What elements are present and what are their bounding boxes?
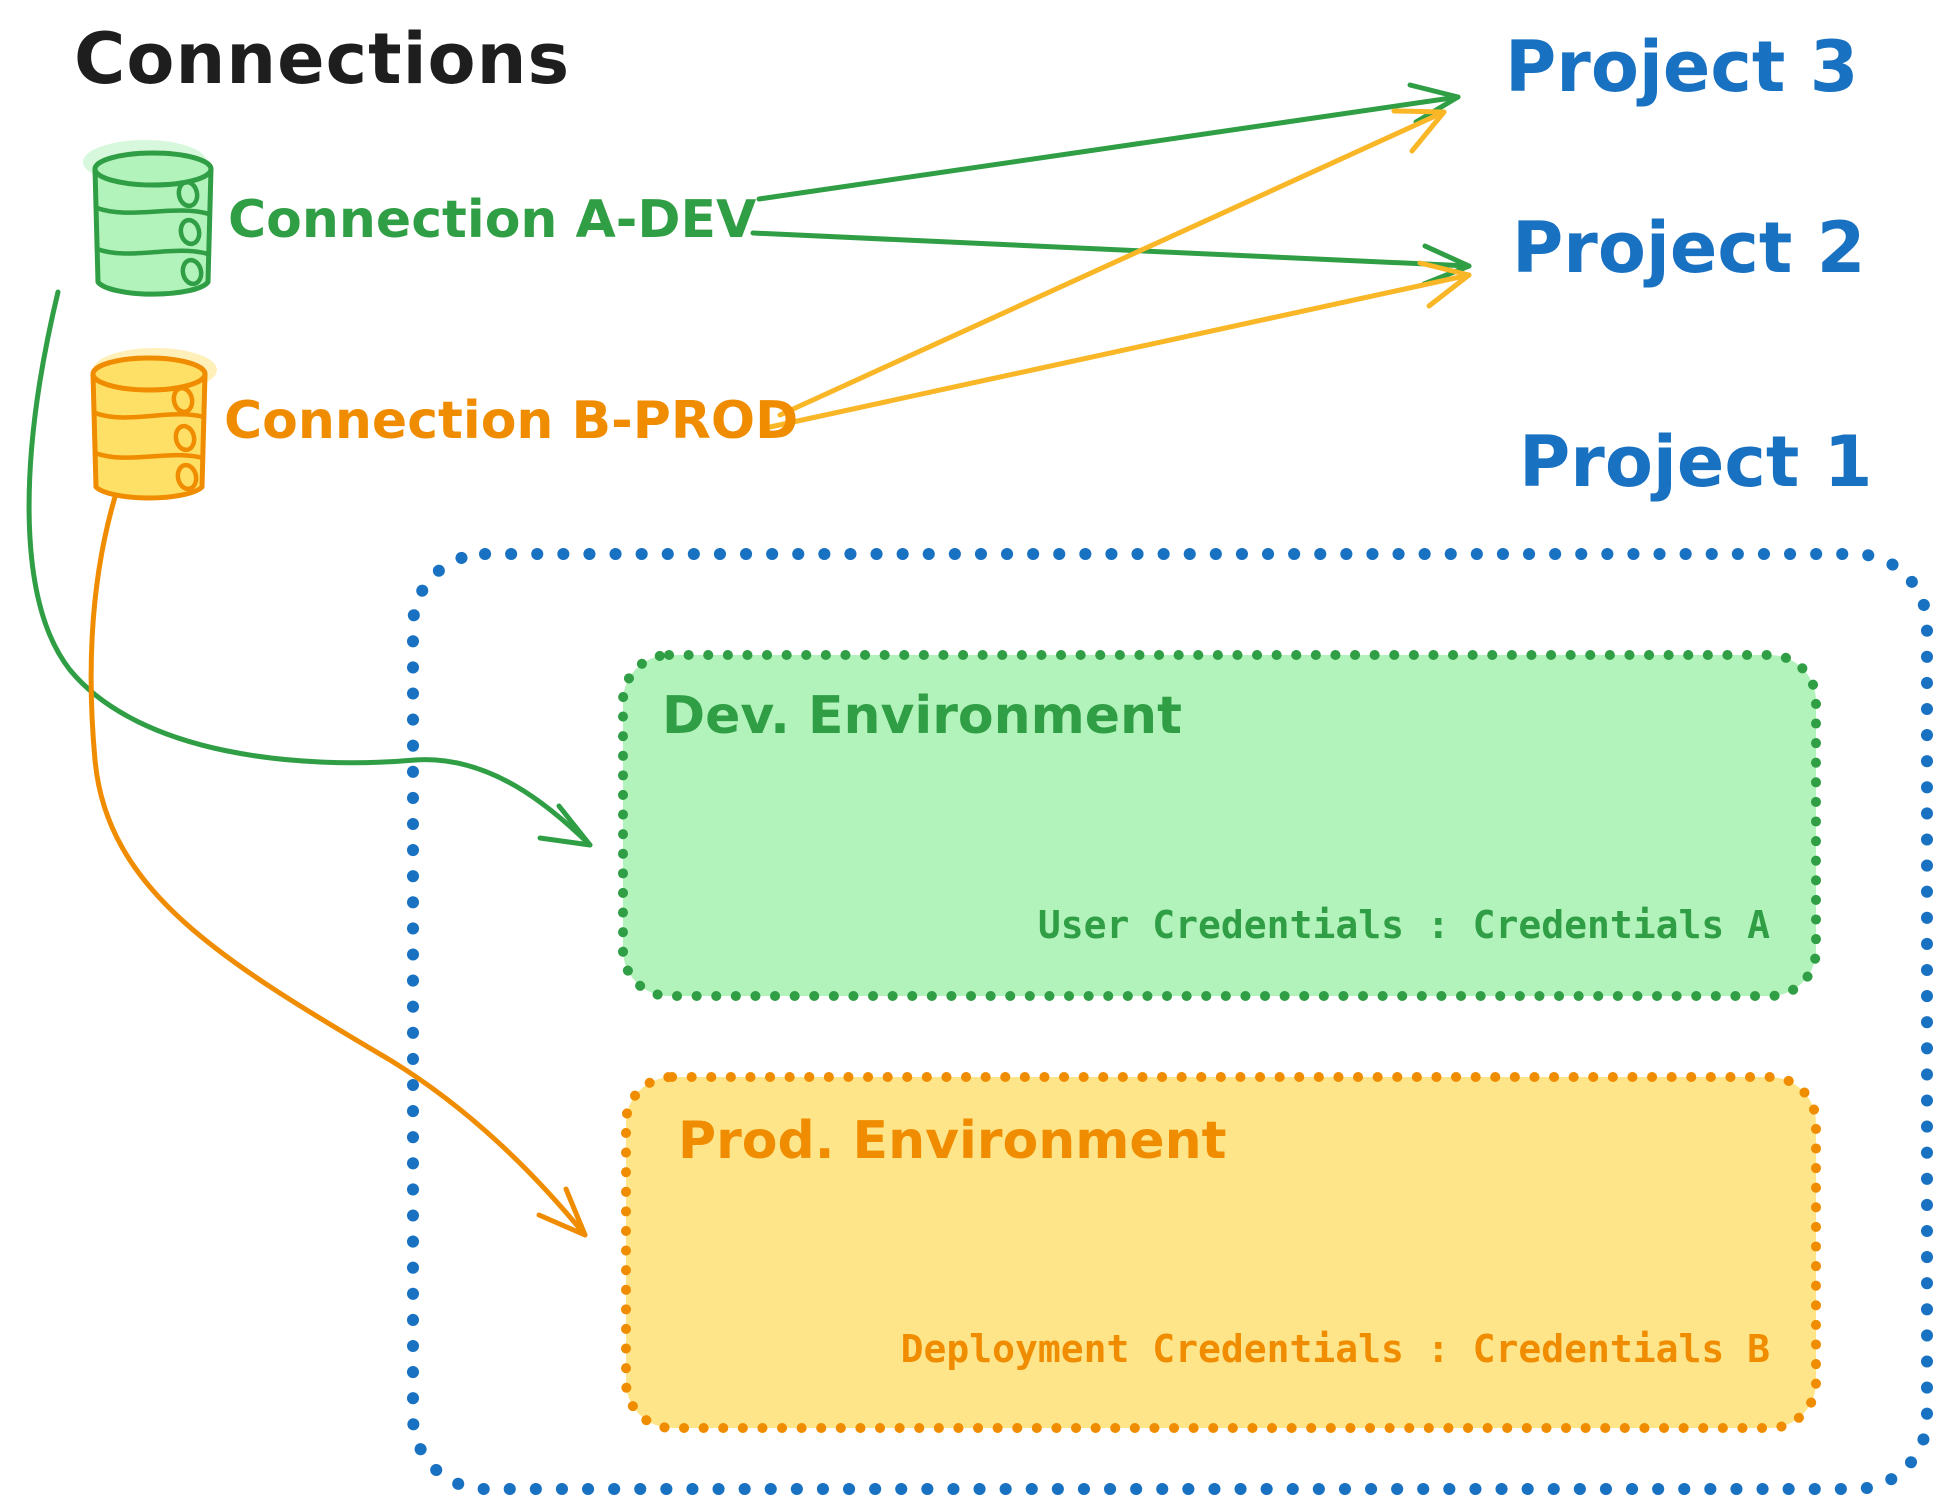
prod-environment-title: Prod. Environment bbox=[678, 1111, 1227, 1171]
arrow-b-prod-to-prod-environment bbox=[88, 484, 588, 1238]
dev-environment-credentials: User Credentials : Credentials A bbox=[1037, 903, 1770, 947]
project-1-label: Project 1 bbox=[1519, 421, 1873, 503]
dev-environment-box bbox=[618, 650, 1821, 1001]
connection-a-dev-label: Connection A-DEV bbox=[228, 190, 757, 250]
arrow-b-prod-to-project-2 bbox=[767, 260, 1472, 430]
project-2-label: Project 2 bbox=[1512, 207, 1866, 289]
database-icon-b-prod bbox=[90, 348, 217, 501]
arrow-a-dev-to-project-2 bbox=[750, 230, 1472, 287]
prod-environment-credentials: Deployment Credentials : Credentials B bbox=[900, 1327, 1770, 1371]
connection-b-prod-label: Connection B-PROD bbox=[224, 391, 799, 451]
diagram-title: Connections bbox=[74, 18, 571, 100]
project-1-box bbox=[407, 548, 1933, 1495]
dev-environment-title: Dev. Environment bbox=[662, 686, 1182, 746]
arrow-a-dev-to-dev-environment bbox=[26, 289, 593, 848]
database-icon-a-dev bbox=[83, 140, 214, 297]
arrow-a-dev-to-project-3 bbox=[756, 82, 1461, 202]
arrow-b-prod-to-project-3 bbox=[777, 108, 1447, 418]
project-3-label: Project 3 bbox=[1505, 26, 1859, 108]
prod-environment-box bbox=[621, 1072, 1821, 1433]
